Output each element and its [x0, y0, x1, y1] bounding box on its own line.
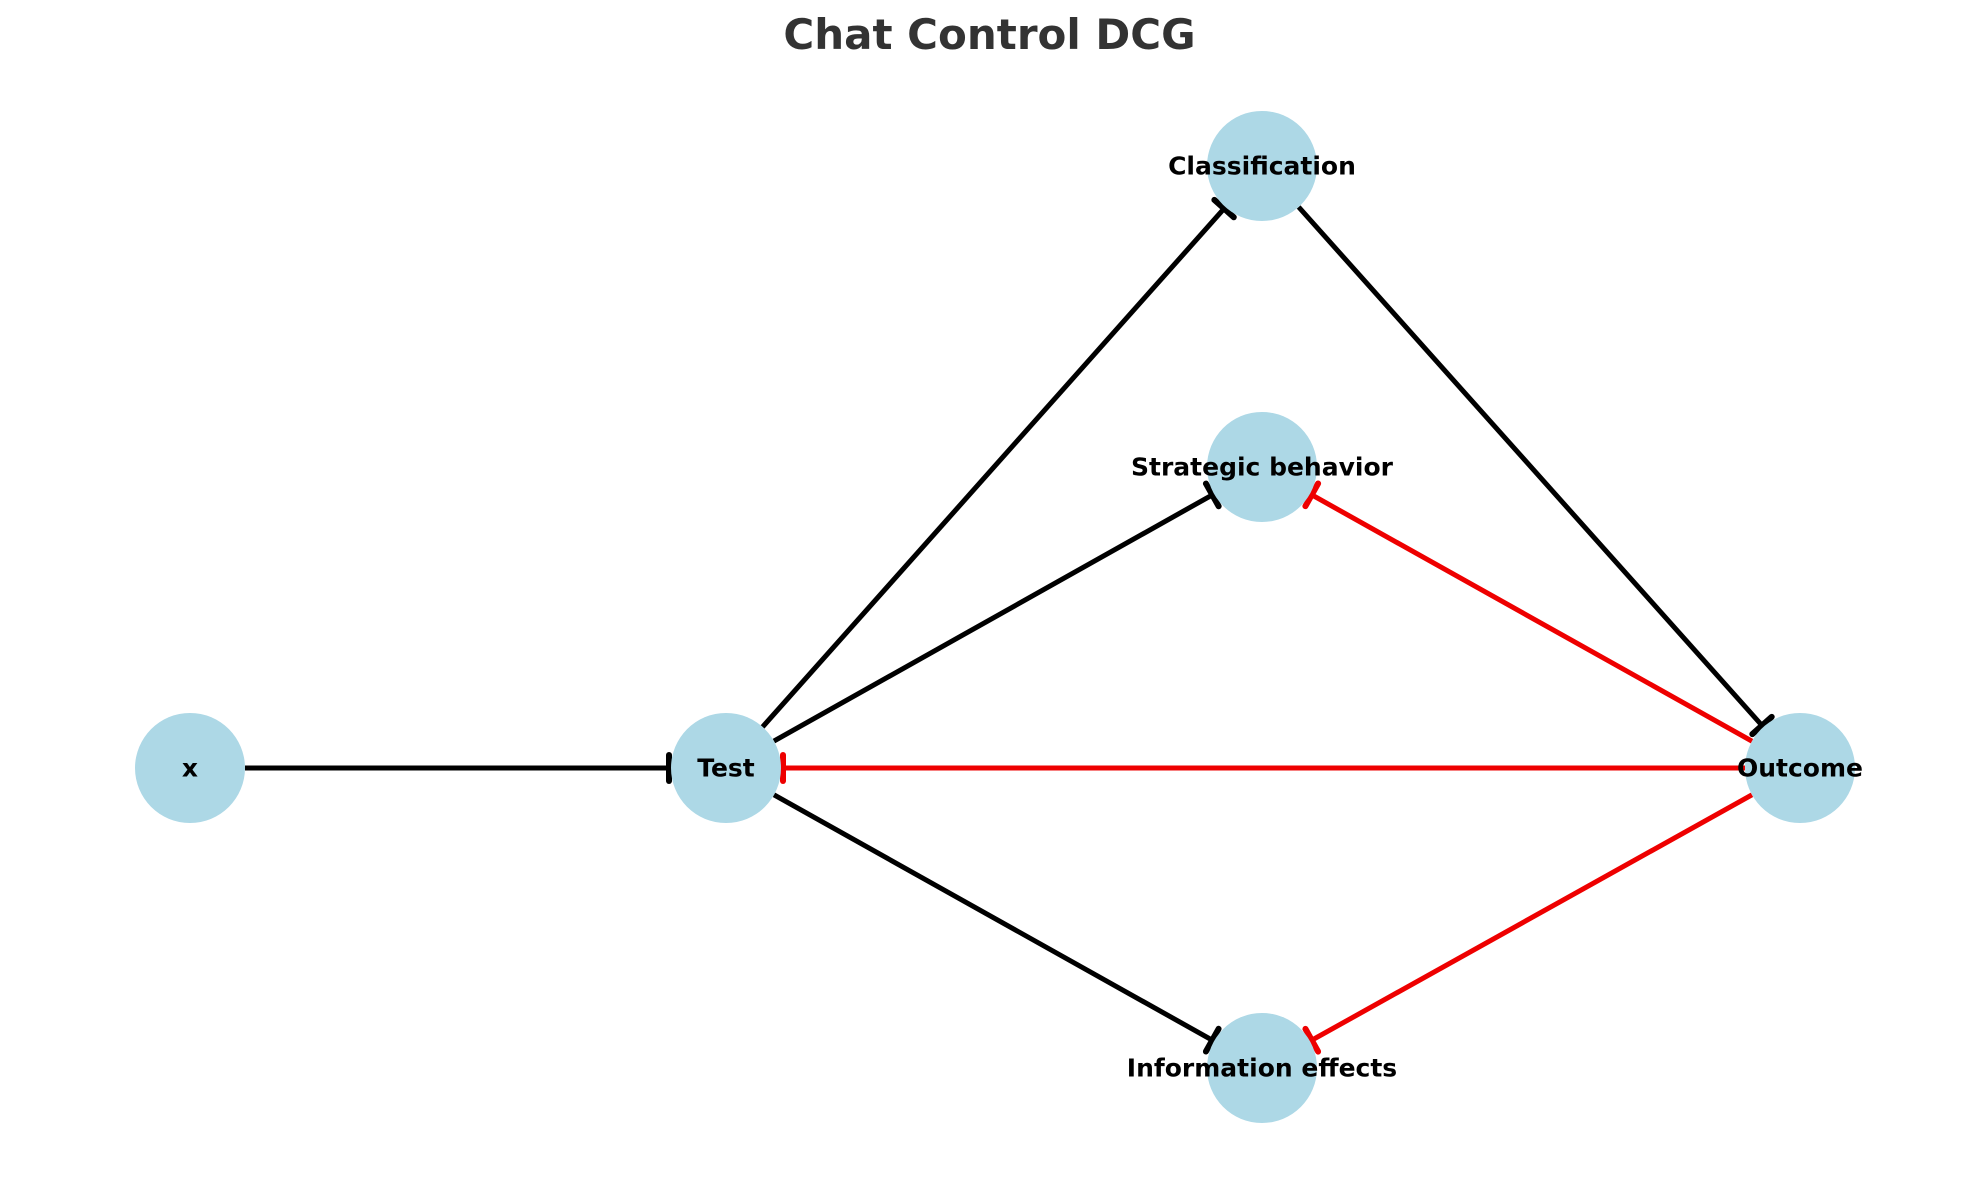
edge-classification-to-outcome	[1296, 205, 1775, 738]
edges-layer	[245, 196, 1775, 1055]
node-circle-test	[671, 713, 781, 823]
node-circle-x	[135, 713, 245, 823]
node-test: Test	[671, 713, 781, 823]
edge-outcome-to-test	[780, 752, 1745, 784]
edge-head-test-to-information	[1202, 1025, 1222, 1055]
node-label-test: Test	[697, 754, 755, 783]
edge-test-to-classification	[760, 196, 1237, 729]
node-label-strategic: Strategic behavior	[1131, 453, 1394, 482]
node-circle-classification	[1207, 111, 1317, 221]
node-circle-information	[1207, 1013, 1317, 1123]
edge-test-to-information	[772, 792, 1222, 1055]
node-strategic: Strategic behavior	[1131, 412, 1394, 522]
edge-head-outcome-to-strategic	[1302, 480, 1322, 510]
node-classification: Classification	[1168, 111, 1356, 221]
node-outcome: Outcome	[1737, 713, 1863, 823]
edge-head-outcome-to-information	[1302, 1025, 1322, 1055]
edge-outcome-to-information	[1302, 792, 1754, 1055]
node-label-outcome: Outcome	[1737, 754, 1863, 783]
edge-head-test-to-classification	[1211, 196, 1237, 221]
node-label-classification: Classification	[1168, 152, 1356, 181]
node-x: x	[135, 713, 245, 823]
diagram-title: Chat Control DCG	[783, 10, 1196, 59]
node-circle-outcome	[1745, 713, 1855, 823]
node-information: Information effects	[1127, 1013, 1397, 1123]
edge-outcome-to-strategic	[1302, 480, 1754, 744]
node-label-x: x	[182, 754, 198, 783]
node-label-information: Information effects	[1127, 1054, 1397, 1083]
edge-head-test-to-strategic	[1202, 480, 1222, 510]
edge-test-to-strategic	[772, 480, 1222, 744]
edge-head-classification-to-outcome	[1749, 713, 1775, 738]
node-circle-strategic	[1207, 412, 1317, 522]
edge-x-to-test	[245, 752, 672, 784]
